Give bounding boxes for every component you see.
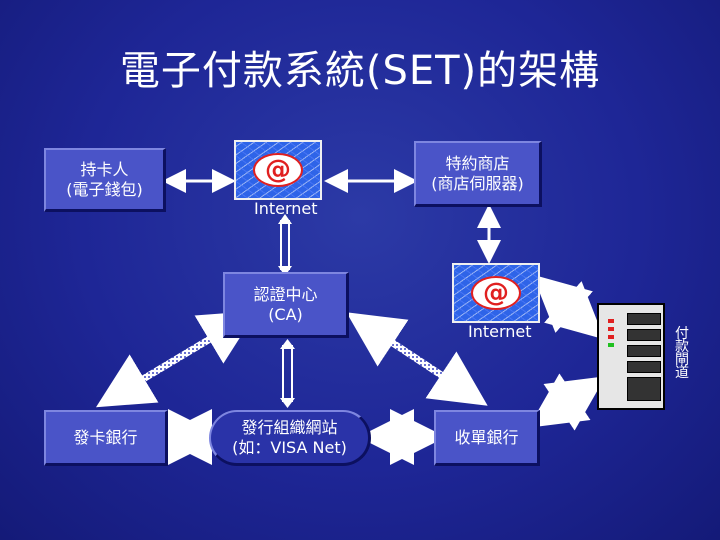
arrow-ca-network	[280, 339, 295, 408]
cardholder-sublabel: (電子錢包)	[66, 179, 143, 199]
acquirer-bank-label: 收單銀行	[454, 427, 519, 447]
arrow-internet-ca	[278, 214, 292, 276]
ca-sublabel: (CA)	[268, 304, 303, 324]
arrow-ca-acquirer	[346, 312, 488, 406]
card-network-label: 發行組織網站	[241, 417, 338, 437]
at-sign-icon: @	[471, 276, 521, 310]
gateway-label: 付款閘道	[675, 326, 689, 381]
internet-right-cloud: @	[452, 263, 540, 323]
issuer-bank-box: 發卡銀行	[44, 410, 168, 466]
arrow-internet-gateway	[532, 274, 605, 340]
ca-label: 認證中心	[253, 284, 318, 304]
internet-right-label: Internet	[468, 322, 532, 341]
internet-top-label: Internet	[254, 199, 318, 218]
page-title: 電子付款系統(SET)的架構	[119, 48, 601, 94]
ca-box: 認證中心 (CA)	[223, 272, 349, 338]
arrow-acquirer-gateway	[528, 373, 606, 431]
merchant-box: 特約商店 (商店伺服器)	[414, 141, 542, 207]
arrow-ca-issuer	[95, 310, 258, 408]
cardholder-label: 持卡人	[80, 159, 129, 179]
merchant-label: 特約商店	[445, 153, 510, 173]
acquirer-bank-box: 收單銀行	[434, 410, 540, 466]
issuer-bank-label: 發卡銀行	[73, 427, 138, 447]
merchant-sublabel: (商店伺服器)	[431, 173, 524, 193]
at-sign-icon: @	[253, 153, 303, 187]
card-network-box: 發行組織網站 (如：VISA Net)	[209, 410, 371, 466]
internet-top-cloud: @	[234, 140, 322, 200]
card-network-sublabel: (如：VISA Net)	[232, 437, 347, 457]
server-rack-icon	[597, 303, 665, 410]
cardholder-box: 持卡人 (電子錢包)	[44, 148, 166, 212]
